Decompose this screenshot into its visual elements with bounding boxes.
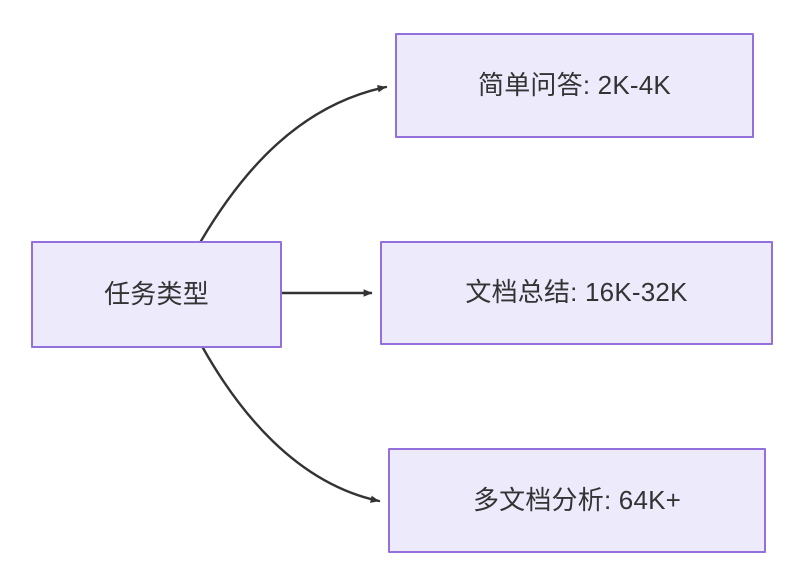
node-multi-document-analysis[interactable]: 多文档分析: 64K+ [388, 448, 766, 553]
node-simple-qa-label: 简单问答: 2K-4K [478, 69, 671, 100]
node-simple-qa[interactable]: 简单问答: 2K-4K [395, 33, 754, 138]
node-document-summary-label: 文档总结: 16K-32K [465, 277, 688, 308]
node-root-task-type[interactable]: 任务类型 [31, 241, 282, 348]
edge-root-to-simple-qa [199, 85, 388, 243]
edge-root-to-multi-doc [201, 346, 381, 503]
node-document-summary[interactable]: 文档总结: 16K-32K [380, 241, 773, 345]
node-root-label: 任务类型 [104, 278, 209, 309]
node-multi-document-analysis-label: 多文档分析: 64K+ [472, 484, 682, 515]
